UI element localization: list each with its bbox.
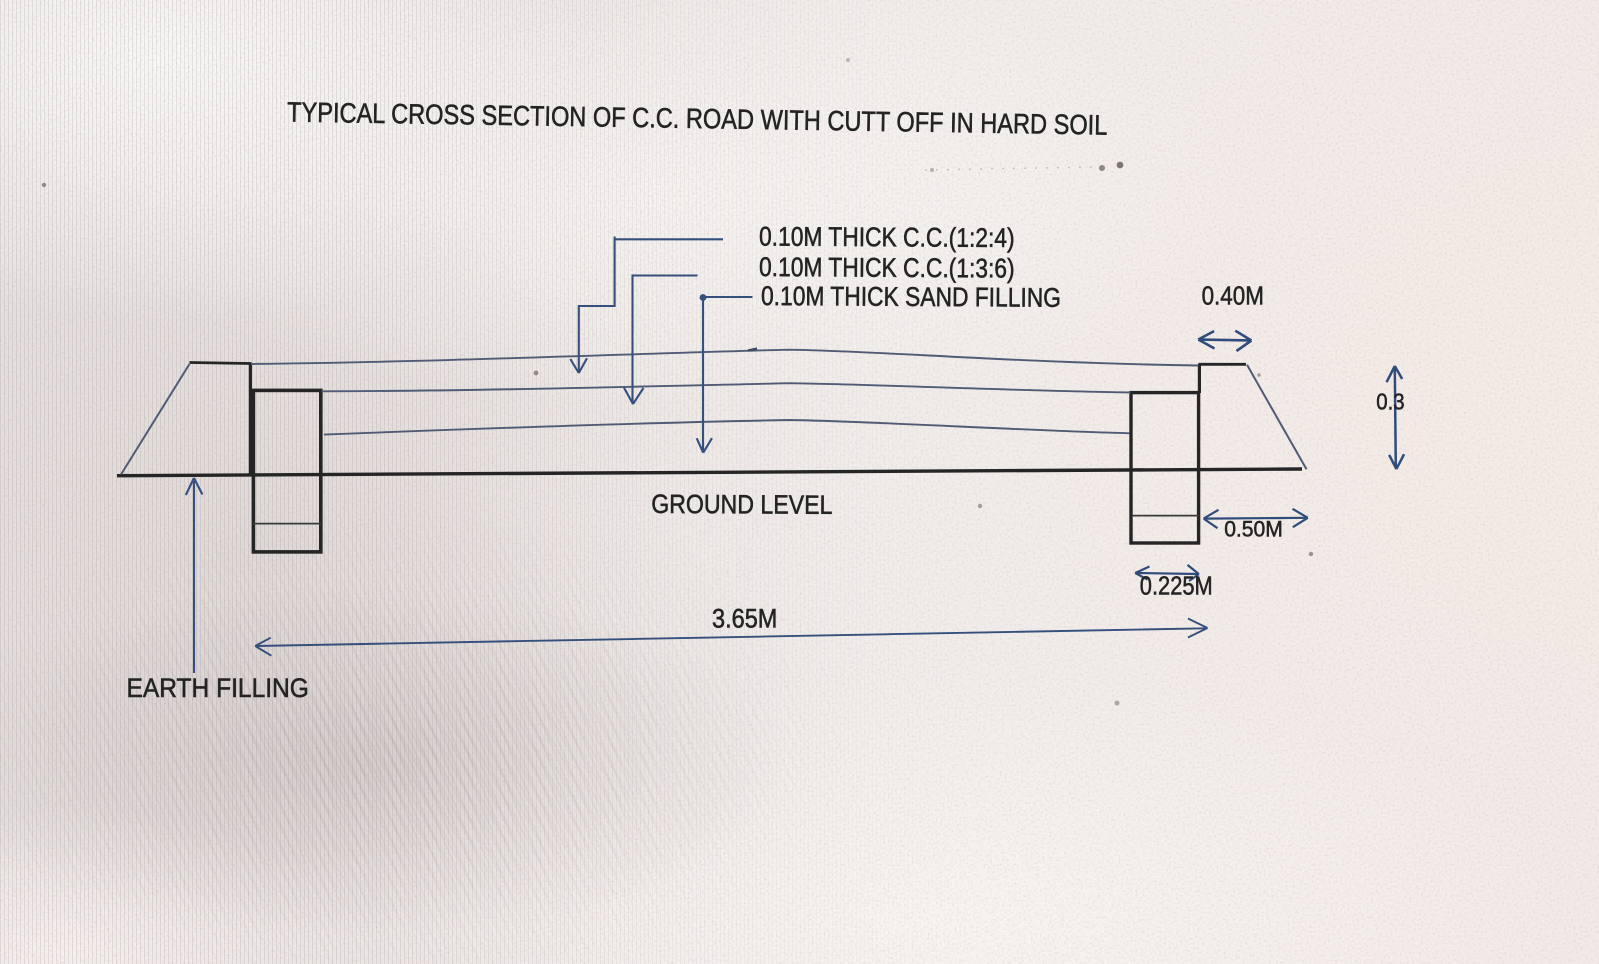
- svg-text:GROUND LEVEL: GROUND LEVEL: [651, 489, 832, 520]
- svg-text:0.10M THICK SAND FILLING: 0.10M THICK SAND FILLING: [761, 281, 1061, 313]
- svg-text:0.225M: 0.225M: [1140, 572, 1213, 601]
- svg-text:0.50M: 0.50M: [1224, 516, 1283, 542]
- svg-text:0.40M: 0.40M: [1202, 282, 1264, 311]
- svg-text:0.10M THICK C.C.(1:3:6): 0.10M THICK C.C.(1:3:6): [759, 252, 1015, 284]
- svg-text:EARTH FILLING: EARTH FILLING: [127, 674, 309, 703]
- svg-text:0.3: 0.3: [1376, 388, 1404, 415]
- svg-text:0.10M THICK C.C.(1:2:4): 0.10M THICK C.C.(1:2:4): [759, 222, 1015, 254]
- svg-text:3.65M: 3.65M: [712, 604, 777, 634]
- svg-text:TYPICAL CROSS SECTION OF C.C.: TYPICAL CROSS SECTION OF C.C. ROAD WITH …: [287, 98, 1108, 141]
